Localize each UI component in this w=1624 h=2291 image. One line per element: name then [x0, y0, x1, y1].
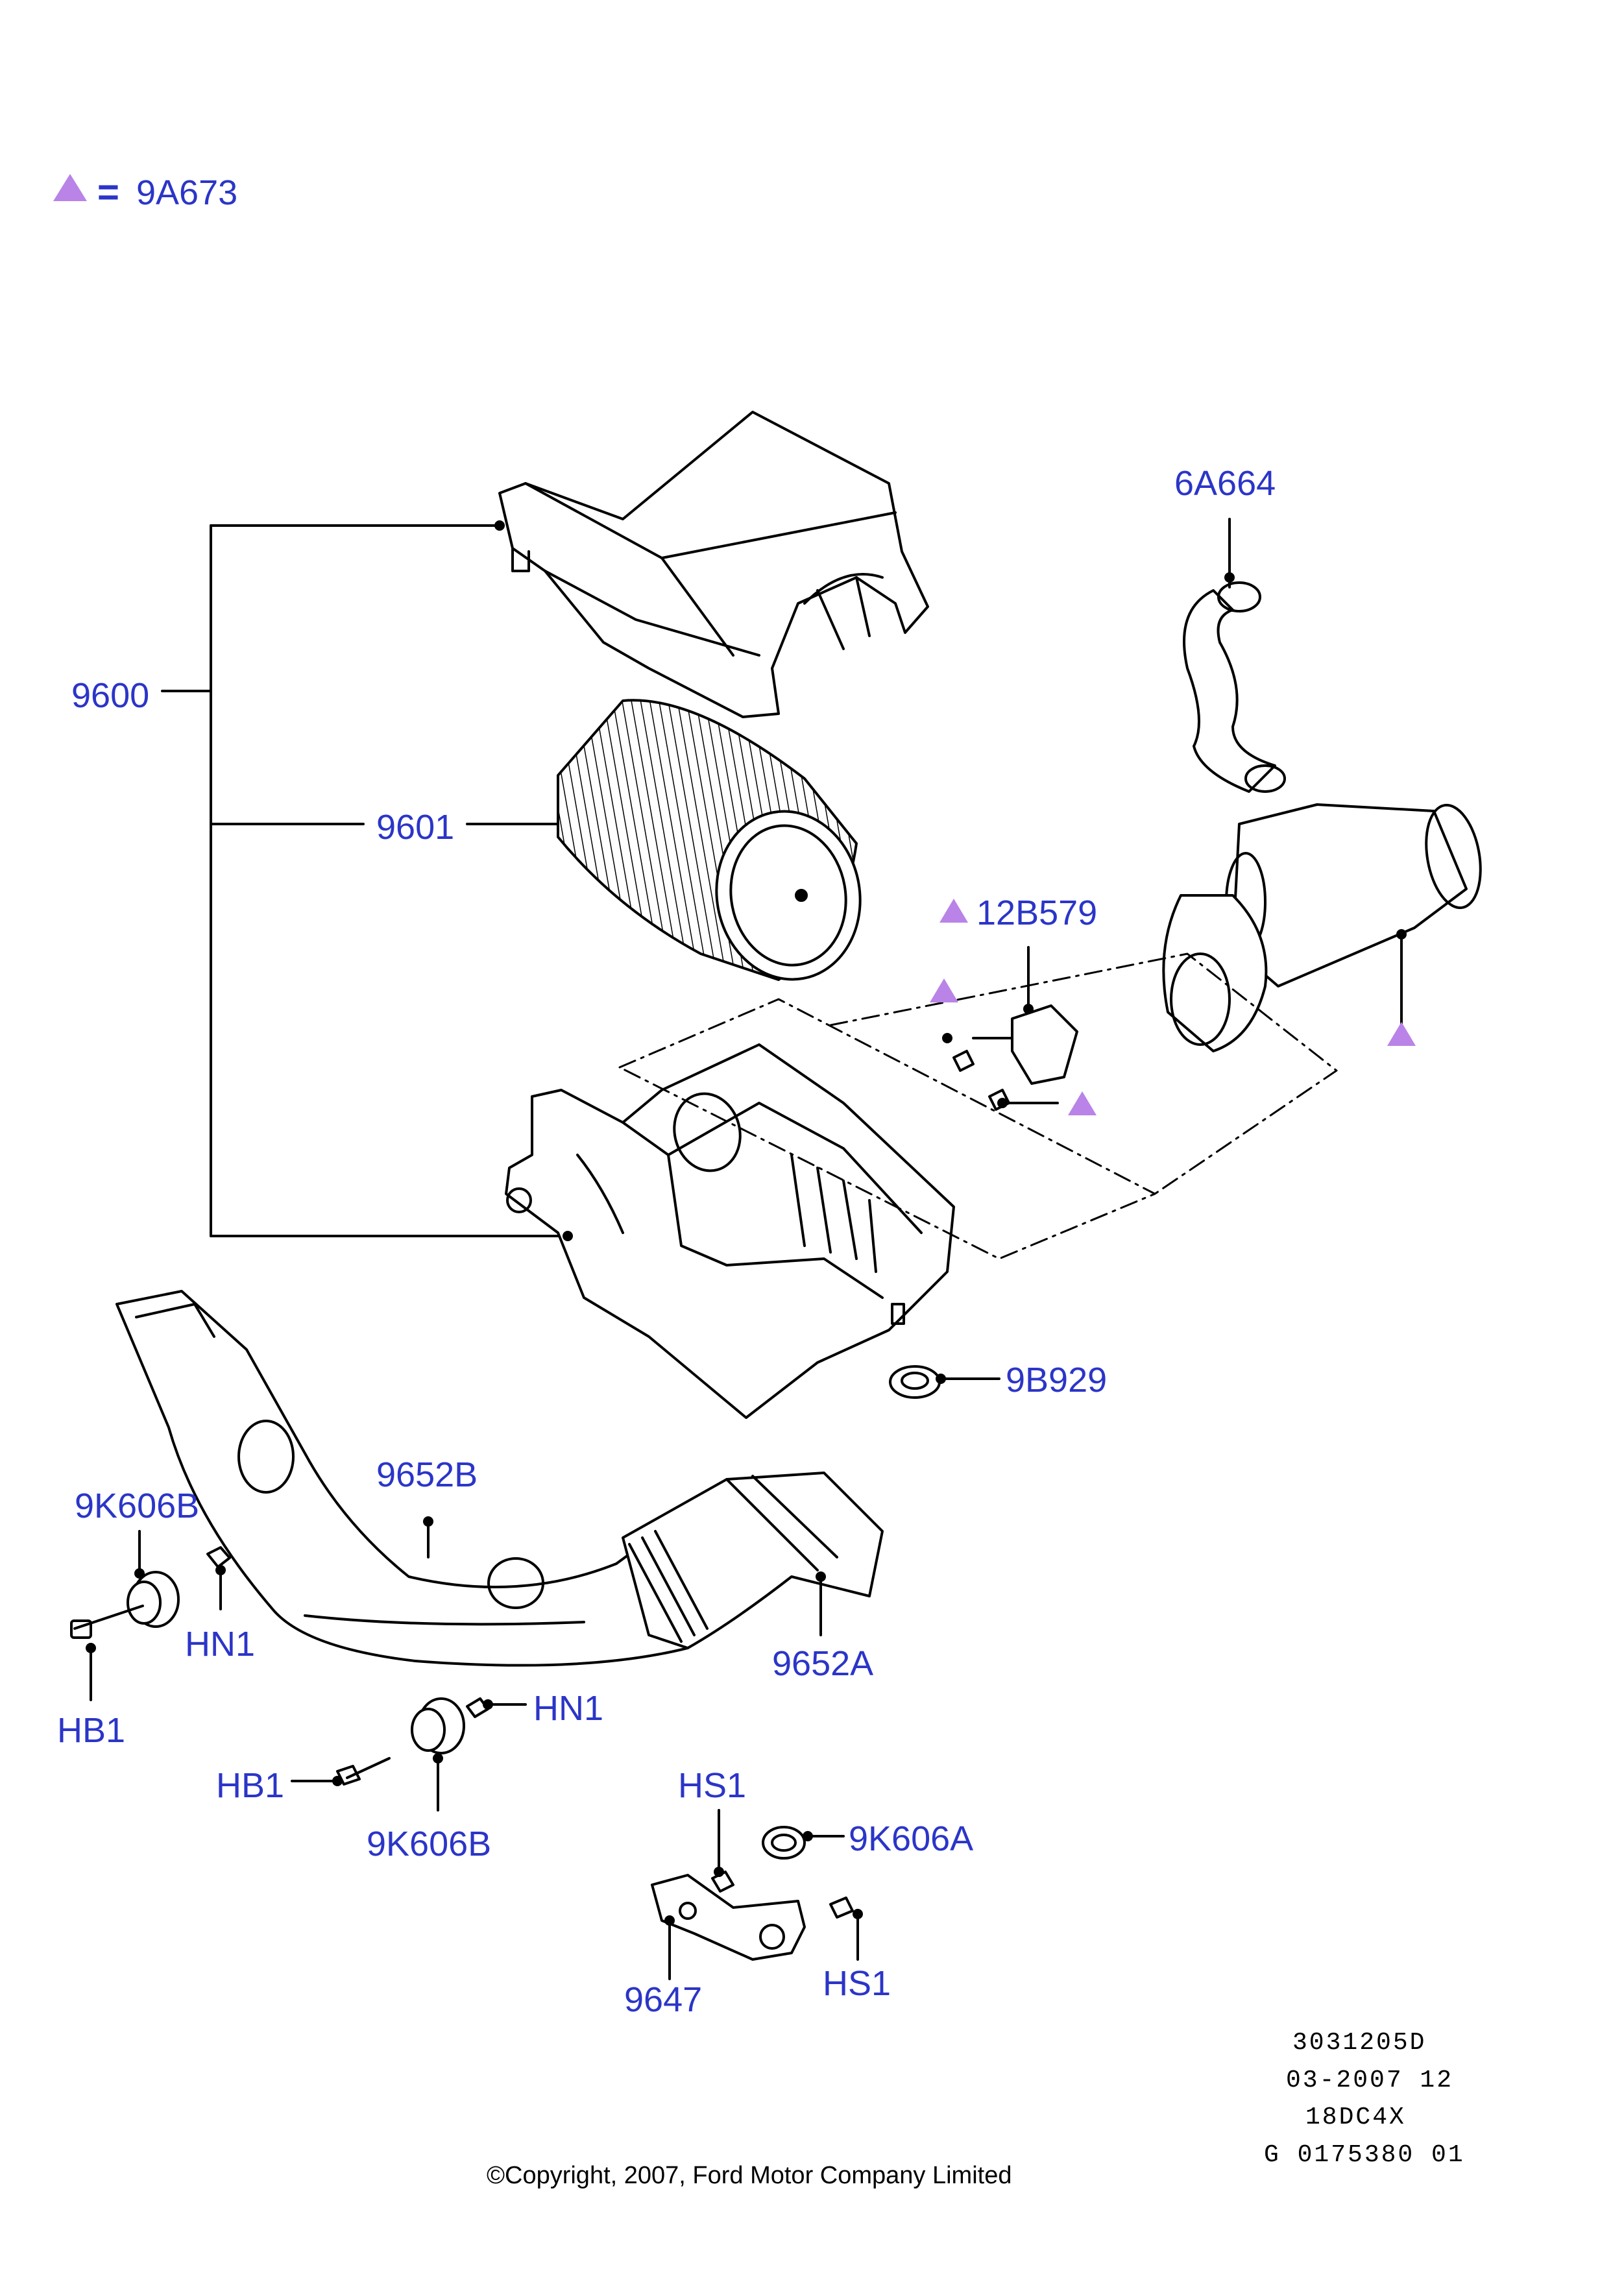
label-9652B: 9652B	[376, 1455, 478, 1494]
label-HB1-right: HB1	[216, 1766, 285, 1805]
label-9652A: 9652A	[772, 1644, 874, 1683]
air-cleaner-body	[505, 1043, 955, 1419]
label-9B929: 9B929	[1006, 1361, 1108, 1400]
drawing-number: 3031205D	[1292, 2029, 1427, 2057]
leader-dots	[86, 520, 1407, 1926]
air-cleaner-cover	[498, 411, 929, 718]
intake-tube	[1162, 803, 1482, 1052]
air-intake-duct-9652B	[115, 1290, 793, 1667]
label-9K606B-top: 9K606B	[75, 1486, 200, 1525]
drawing-ref: G 0175380 01	[1264, 2141, 1465, 2169]
legend-part-label: 9A673	[136, 173, 238, 212]
maf-sensor-12B579	[952, 946, 1078, 1111]
hose-6A664	[1183, 518, 1286, 793]
drawing-date: 03-2007 12	[1286, 2067, 1454, 2094]
legend-equals: =	[97, 171, 119, 213]
label-9K606A: 9K606A	[849, 1819, 974, 1858]
label-12B579: 12B579	[976, 893, 1098, 932]
assembly-dashed-outline	[618, 952, 1338, 1260]
label-HS1-top: HS1	[678, 1766, 747, 1805]
label-HN1-left: HN1	[185, 1625, 256, 1664]
ref-triangles-9A673	[930, 899, 1416, 1115]
drawing-code: 18DC4X	[1305, 2103, 1406, 2131]
grommet-9K606B-left	[70, 1530, 231, 1701]
triangle-icon	[1387, 1022, 1416, 1046]
air-intake-duct-9652A	[622, 1472, 884, 1649]
label-9601: 9601	[376, 808, 455, 847]
label-6A664: 6A664	[1174, 464, 1276, 503]
air-filter-element	[557, 699, 862, 981]
label-9600: 9600	[71, 676, 150, 715]
grommet-9K606B-right	[291, 1697, 527, 1812]
label-9647: 9647	[624, 1980, 703, 2019]
copyright-notice: ©Copyright, 2007, Ford Motor Company Lim…	[487, 2162, 1012, 2189]
triangle-icon	[930, 978, 958, 1002]
label-9K606B-bottom: 9K606B	[367, 1824, 492, 1863]
triangle-icon	[939, 899, 968, 923]
triangle-icon	[1068, 1091, 1097, 1115]
label-HB1-left: HB1	[57, 1711, 126, 1750]
bracket-9647	[651, 1809, 859, 1980]
legend-triangle-icon	[53, 174, 87, 201]
label-HN1-right: HN1	[533, 1689, 604, 1728]
label-HS1-bottom: HS1	[823, 1964, 891, 2003]
bracket-9600	[161, 524, 569, 1237]
